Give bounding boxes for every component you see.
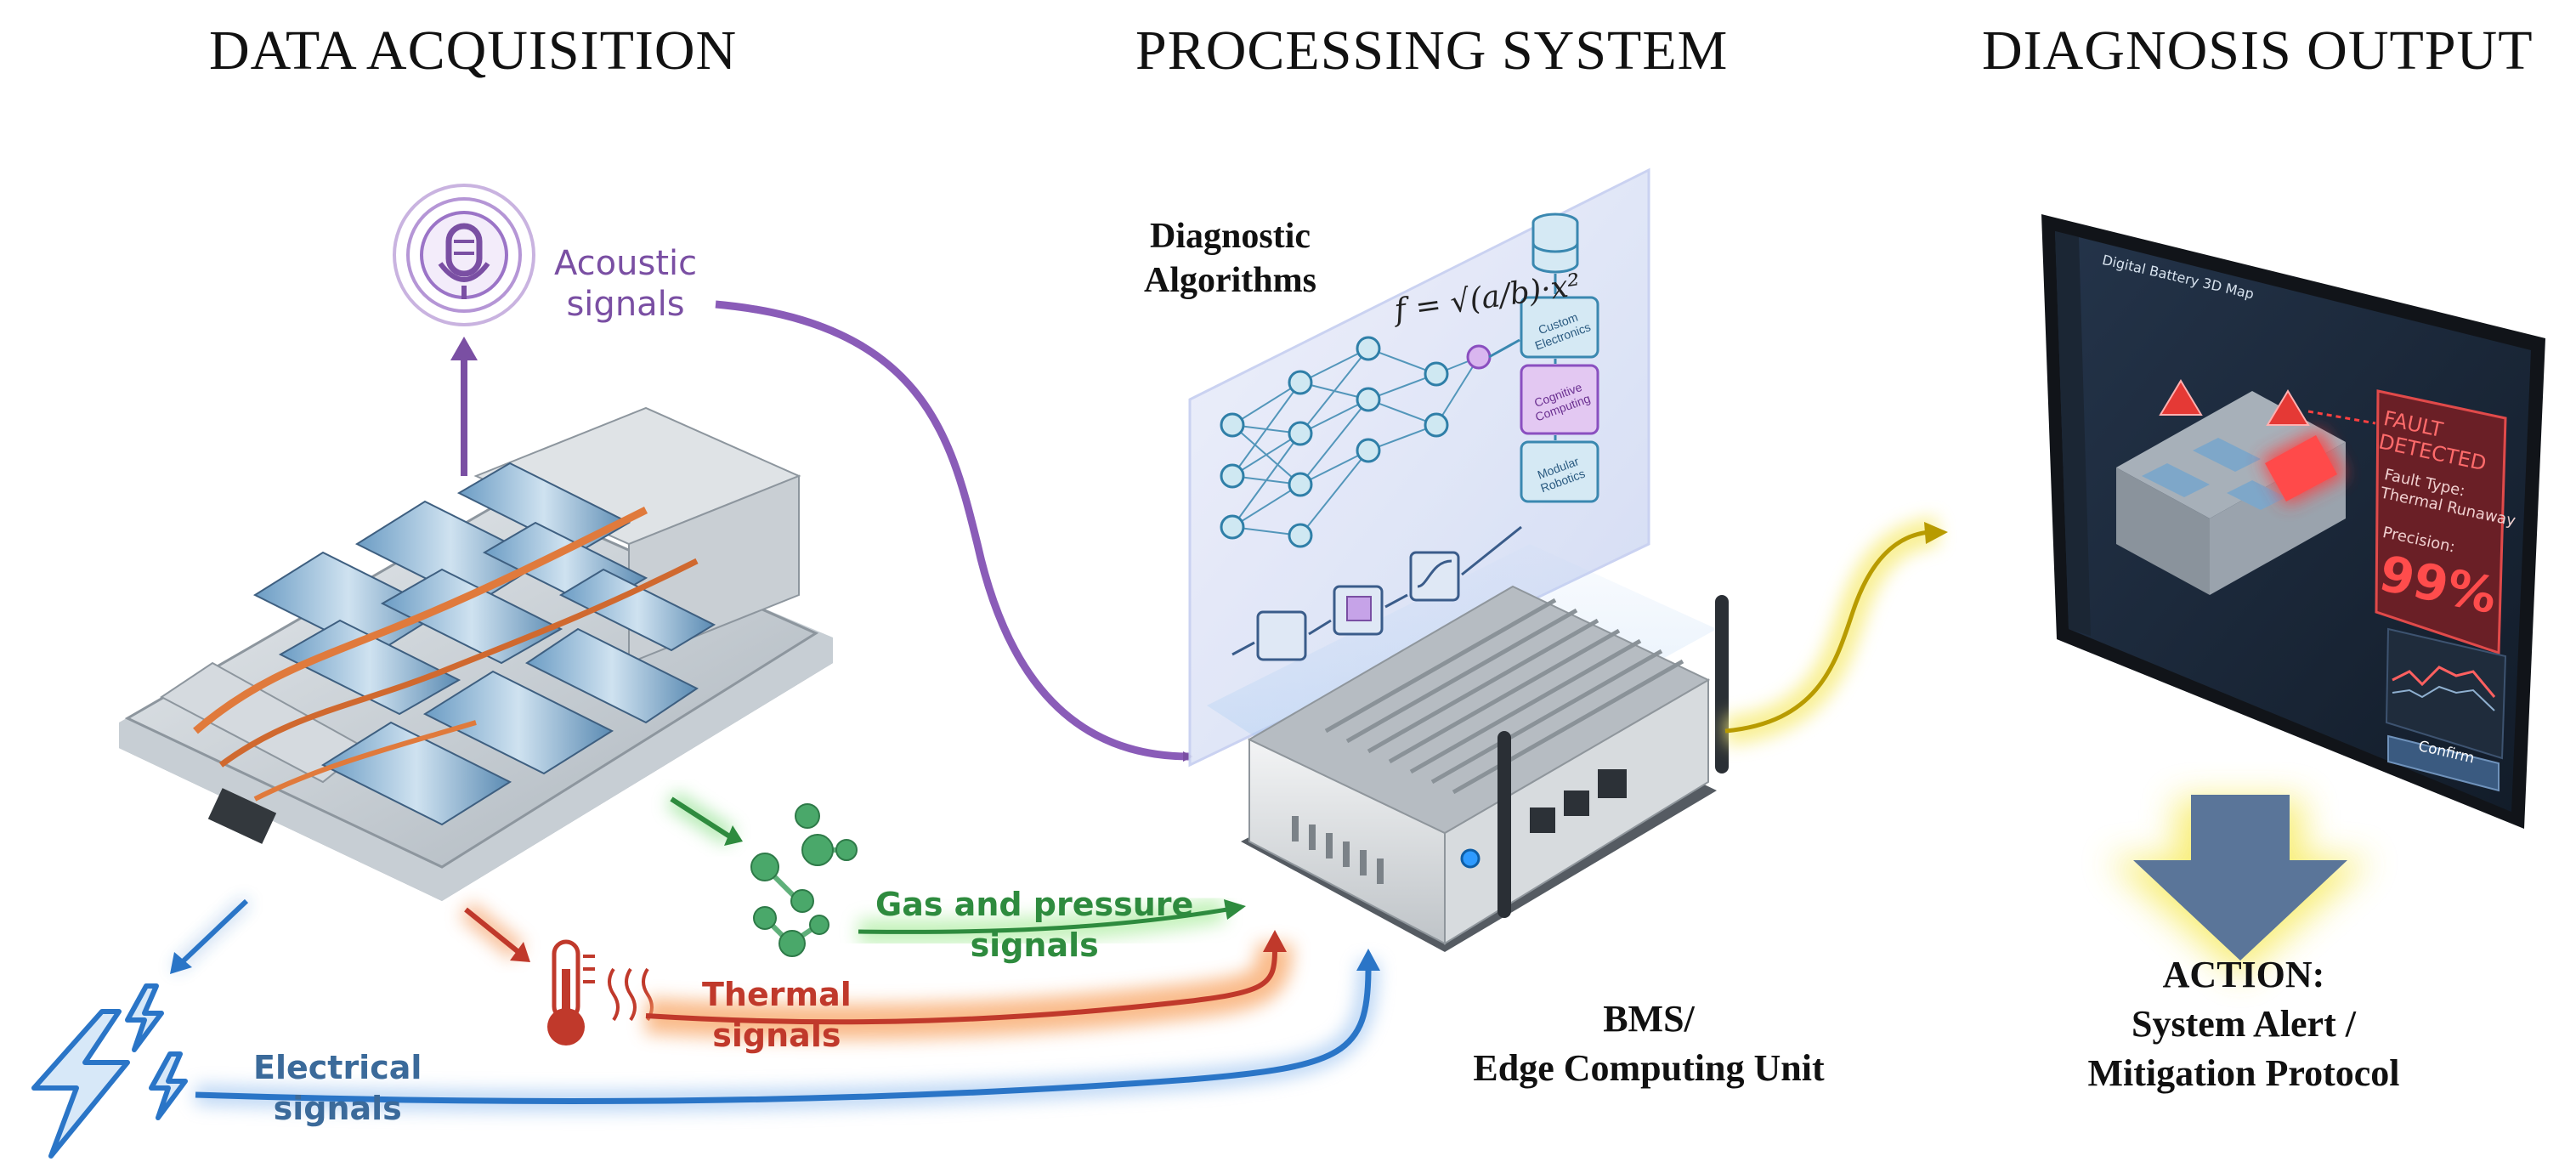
header-output: DIAGNOSIS OUTPUT: [1982, 20, 2534, 82]
action-label-line1: ACTION:: [2162, 954, 2325, 995]
action-down-arrow: [2133, 795, 2347, 960]
microphone-icon: [393, 184, 535, 326]
header-acquisition: DATA ACQUISITION: [209, 20, 738, 82]
electrical-down-arrow: [170, 898, 249, 974]
warning-icon: [2159, 379, 2310, 426]
edge-computing-unit: [1241, 585, 1729, 952]
device-label: BMS/ Edge Computing Unit: [1445, 994, 1853, 1093]
action-label-line2: System Alert /: [2132, 1003, 2356, 1045]
algorithms-label-line2: Algorithms: [1144, 261, 1316, 300]
database-icon: [1531, 212, 1579, 274]
acoustic-label-line2: signals: [566, 285, 685, 324]
acoustic-up-arrow: [450, 337, 478, 476]
thermal-label-line2: signals: [712, 1017, 841, 1054]
thermal-down-arrow: [459, 901, 530, 962]
diagnosis-tablet: [2041, 214, 2545, 829]
action-label: ACTION: System Alert / Mitigation Protoc…: [2040, 950, 2448, 1098]
electrical-signal-arrow: [195, 968, 1372, 1104]
lightning-icon: [31, 983, 188, 1159]
electrical-label-line1: Electrical: [253, 1049, 422, 1086]
device-label-line2: Edge Computing Unit: [1473, 1047, 1825, 1089]
output-glow: [1724, 517, 1940, 745]
acoustic-label-line1: Acoustic: [554, 244, 698, 283]
electrical-label: Electrical signals: [253, 1047, 422, 1129]
thermometer-icon: [547, 939, 654, 1046]
thermal-signal-arrow: [645, 949, 1277, 1025]
gas-label-line2: signals: [970, 926, 1099, 964]
action-label-line3: Mitigation Protocol: [2087, 1052, 2400, 1094]
battery-pack: [119, 406, 833, 901]
gas-label: Gas and pressure signals: [875, 884, 1193, 966]
algorithms-label: Diagnostic Algorithms: [1144, 214, 1316, 303]
acoustic-label: Acoustic signals: [554, 243, 697, 325]
molecule-icon: [750, 803, 858, 957]
thermal-label: Thermal signals: [702, 974, 852, 1056]
thermal-label-line1: Thermal: [702, 976, 852, 1013]
acoustic-signal-arrow: [715, 300, 1193, 762]
header-processing: PROCESSING SYSTEM: [1135, 20, 1729, 82]
algorithms-label-line1: Diagnostic: [1150, 217, 1311, 256]
electrical-label-line2: signals: [273, 1090, 402, 1127]
gas-signal-arrow: [858, 907, 1228, 934]
output-arrow: [1724, 530, 1930, 734]
device-label-line1: BMS/: [1603, 998, 1695, 1040]
gas-down-arrow: [666, 790, 743, 846]
gas-label-line1: Gas and pressure: [875, 886, 1194, 923]
